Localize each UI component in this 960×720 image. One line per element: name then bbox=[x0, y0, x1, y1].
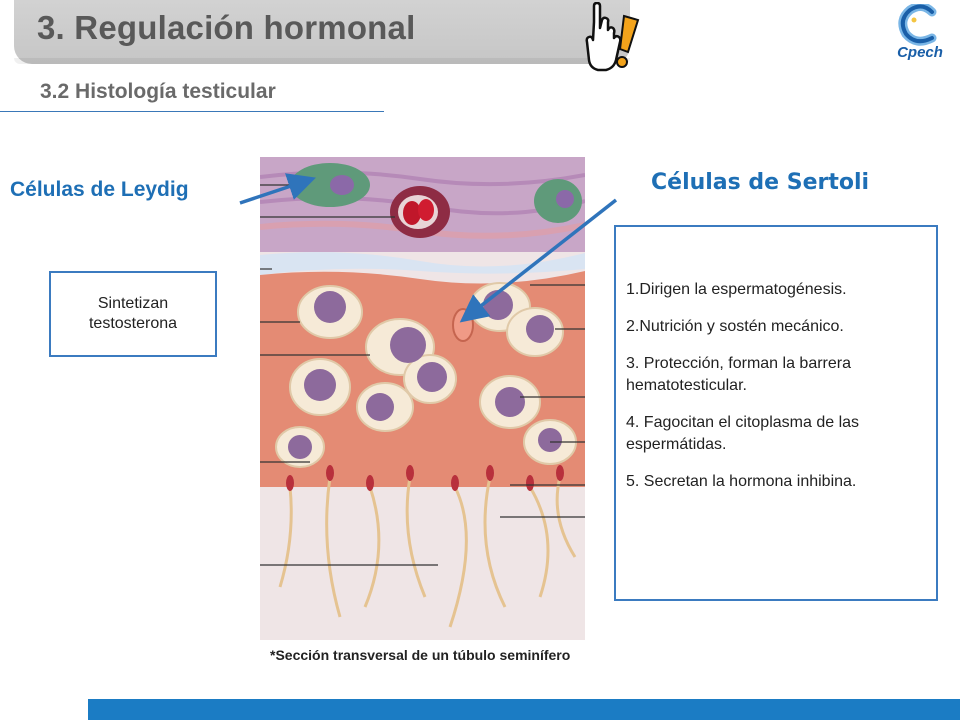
figure-caption: *Sección transversal de un túbulo seminí… bbox=[270, 647, 571, 663]
sertoli-functions-list: 1.Dirigen la espermatogénesis. 2.Nutrici… bbox=[616, 227, 936, 493]
seminiferous-tubule-illustration bbox=[260, 157, 585, 640]
section-subtitle: 3.2 Histología testicular bbox=[40, 80, 276, 103]
sertoli-function-item: 1.Dirigen la espermatogénesis. bbox=[626, 281, 847, 298]
leydig-function-box: Sintetizan testosterona bbox=[49, 271, 217, 357]
subtitle-divider bbox=[0, 111, 384, 112]
sertoli-cells-label: Células de Sertoli bbox=[651, 170, 870, 195]
sertoli-function-item: 2.Nutrición y sostén mecánico. bbox=[626, 318, 844, 335]
sertoli-function-item: 5. Secretan la hormona inhibina. bbox=[626, 473, 857, 490]
logo-text: Cpech bbox=[897, 44, 943, 61]
title-banner bbox=[14, 0, 630, 64]
leydig-cell bbox=[290, 163, 370, 207]
cpech-logo: Cpech bbox=[886, 2, 954, 68]
sertoli-function-item: 3. Protección, forman la barrera hematot… bbox=[626, 355, 851, 394]
sertoli-functions-box: 1.Dirigen la espermatogénesis. 2.Nutrici… bbox=[614, 225, 938, 601]
exclamation-icon bbox=[616, 14, 640, 68]
sertoli-cell-nucleus bbox=[452, 308, 474, 342]
page-title: 3. Regulación hormonal bbox=[37, 9, 416, 46]
leydig-cell bbox=[534, 179, 582, 223]
sertoli-function-item: 4. Fagocitan el citoplasma de las esperm… bbox=[626, 414, 860, 453]
footer-bar bbox=[88, 699, 960, 720]
leydig-cells-label: Células de Leydig bbox=[10, 178, 189, 201]
cpech-logo-icon bbox=[898, 2, 937, 46]
blood-vessel bbox=[390, 186, 450, 238]
pointing-hand-icon bbox=[585, 2, 640, 72]
leydig-function-text: Sintetizan testosterona bbox=[88, 295, 178, 332]
